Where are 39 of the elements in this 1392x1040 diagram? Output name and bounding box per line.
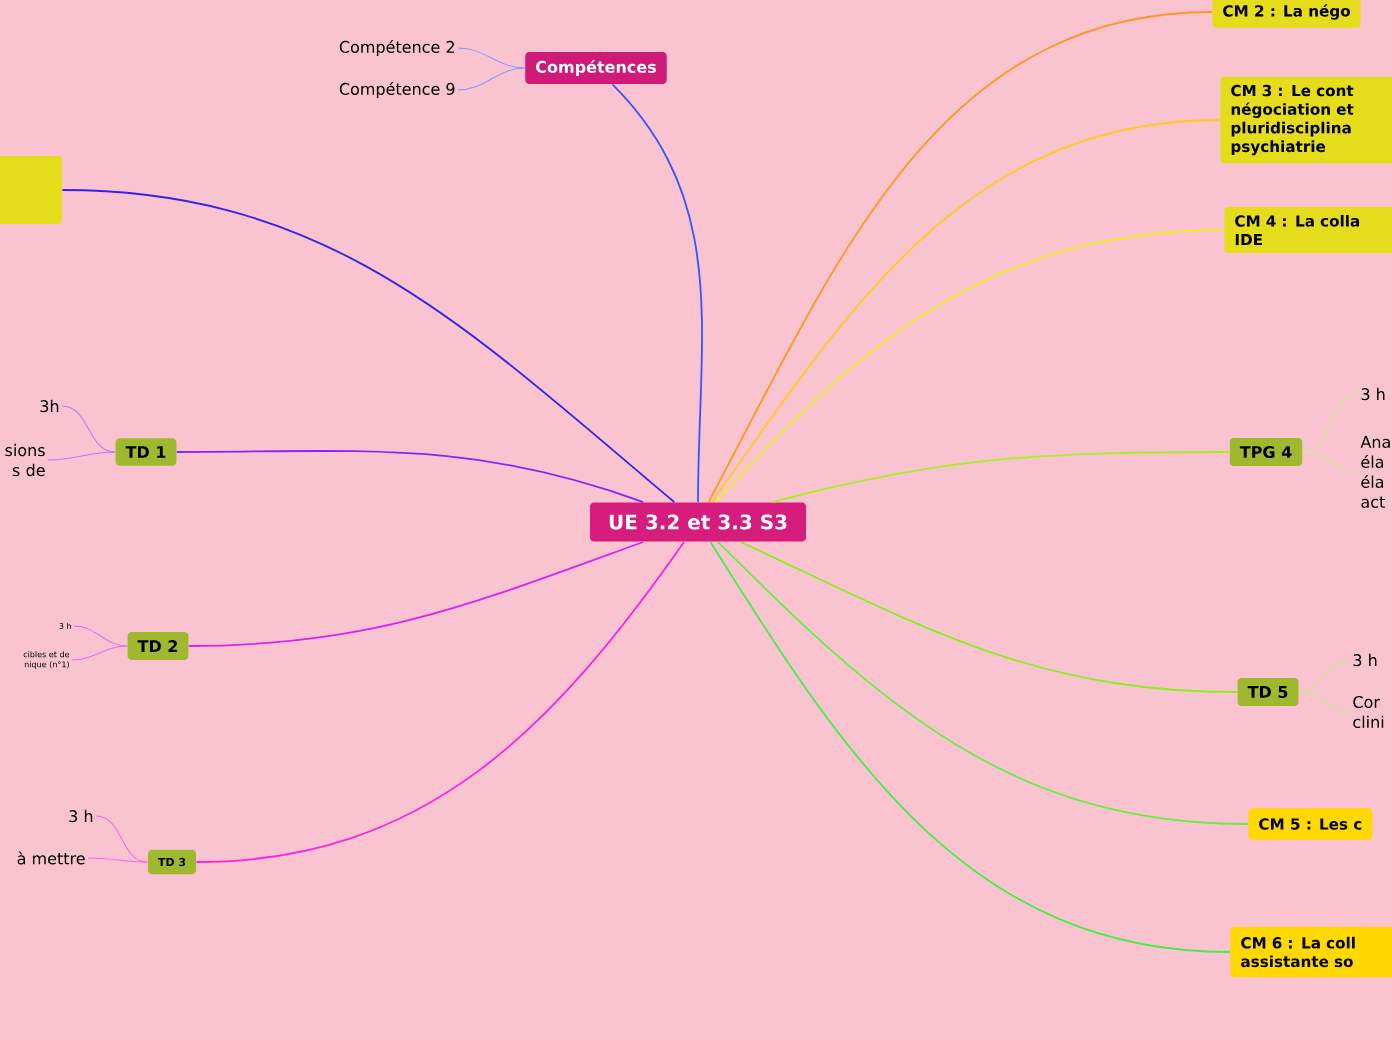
subtopic-text: 3h [40,399,59,413]
connector-line [457,67,526,91]
connector-line [715,229,1225,503]
connector-line [61,189,676,503]
connector-line [87,857,149,863]
connector-line [1298,659,1351,693]
topic-box: TD 2 [127,632,189,660]
topic-box: TD 5 [1237,678,1299,706]
connector-line [61,405,116,453]
subtopic-text: Compétence 2 [339,39,454,57]
connector-line [611,83,703,503]
empty-box [0,156,62,224]
connector-line [457,47,526,69]
subtopic-text: 3 h [69,809,93,823]
subtopic-text: 3 h [1361,387,1385,401]
subtopic-text: à mettre [17,851,85,865]
connector-line [175,450,645,503]
topic-box: TD 1 [115,438,177,466]
topic-box: Compétences [525,51,667,85]
connector-line [195,541,685,863]
connector-line [707,11,1213,503]
connector-line [47,451,116,461]
connector-line [1298,691,1351,713]
connector-line [709,541,1231,953]
subtopic-text: Compétence 9 [339,81,455,99]
connector-line [771,451,1231,503]
subtopic-text: Ana éla éla act [1360,436,1390,508]
connector-line [739,541,1239,693]
connector-line [717,541,1249,825]
subtopic-text: 3 h [1353,653,1377,667]
connector-line [73,625,128,647]
connector-line [1302,451,1359,473]
connector-line [187,541,645,647]
connector-line [1302,393,1359,453]
central-topic-box: UE 3.2 et 3.3 S3 [590,502,807,542]
connector-line [711,119,1221,503]
subtopic-text: sions s de [5,443,45,477]
subtopic-text: Cor clini [1353,695,1384,729]
connector-line [71,645,128,661]
